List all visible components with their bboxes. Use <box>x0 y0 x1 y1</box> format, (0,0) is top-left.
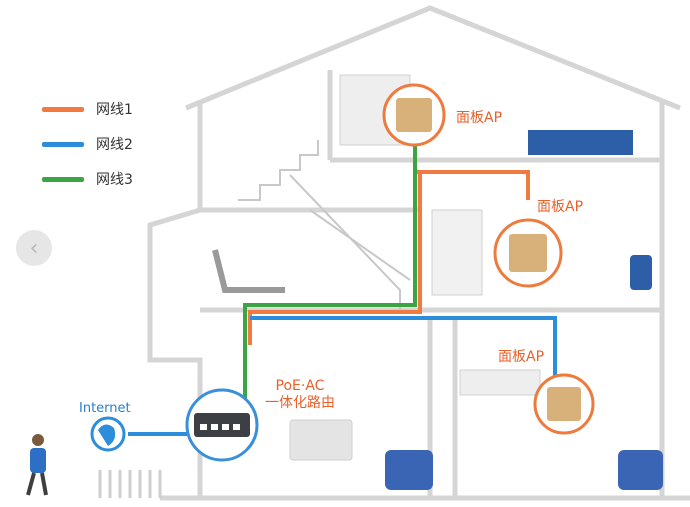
tv <box>289 419 353 461</box>
treadmill <box>212 249 285 293</box>
chevron-left-icon: ‹ <box>29 235 39 261</box>
legend-swatch-blue <box>42 141 84 147</box>
legend-item-cable-3: 网线3 <box>42 169 133 189</box>
kitchen-cabinet <box>459 369 541 396</box>
desk-chair <box>630 255 652 290</box>
internet-label: Internet <box>79 401 131 416</box>
router-label-line1: PoE·AC <box>275 378 325 394</box>
house-outline <box>147 5 681 498</box>
legend-label: 网线1 <box>96 102 133 118</box>
cable-2 <box>250 316 557 385</box>
ap-top <box>382 83 446 147</box>
cable-3 <box>243 142 417 450</box>
legend-item-cable-2: 网线2 <box>42 134 133 154</box>
bed <box>528 130 633 155</box>
bookshelf <box>431 209 483 296</box>
sofa-left <box>385 450 433 490</box>
legend-swatch-orange <box>42 106 84 112</box>
sofa-right <box>618 450 663 490</box>
cable-1 <box>413 142 530 200</box>
cable-1-down <box>248 172 422 345</box>
legend-label: 网线2 <box>96 137 133 153</box>
internet-globe-icon <box>90 416 126 452</box>
ap-label-top: 面板AP <box>456 110 503 126</box>
staircase <box>238 140 411 310</box>
legend-swatch-green <box>42 176 84 182</box>
ap-middle <box>493 218 563 288</box>
legend-label: 网线3 <box>96 172 133 188</box>
prev-arrow-button[interactable]: ‹ <box>16 230 52 266</box>
person-outside <box>26 434 48 496</box>
router-poe <box>185 388 259 462</box>
router-label-line2: 一体化路由 <box>265 395 335 411</box>
ap-label-middle: 面板AP <box>537 199 584 215</box>
ap-bottom <box>533 373 595 435</box>
fence <box>98 470 162 498</box>
legend-item-cable-1: 网线1 <box>42 99 133 119</box>
router-label: PoE·AC 一体化路由 <box>265 378 335 412</box>
ap-label-bottom: 面板AP <box>498 349 545 365</box>
